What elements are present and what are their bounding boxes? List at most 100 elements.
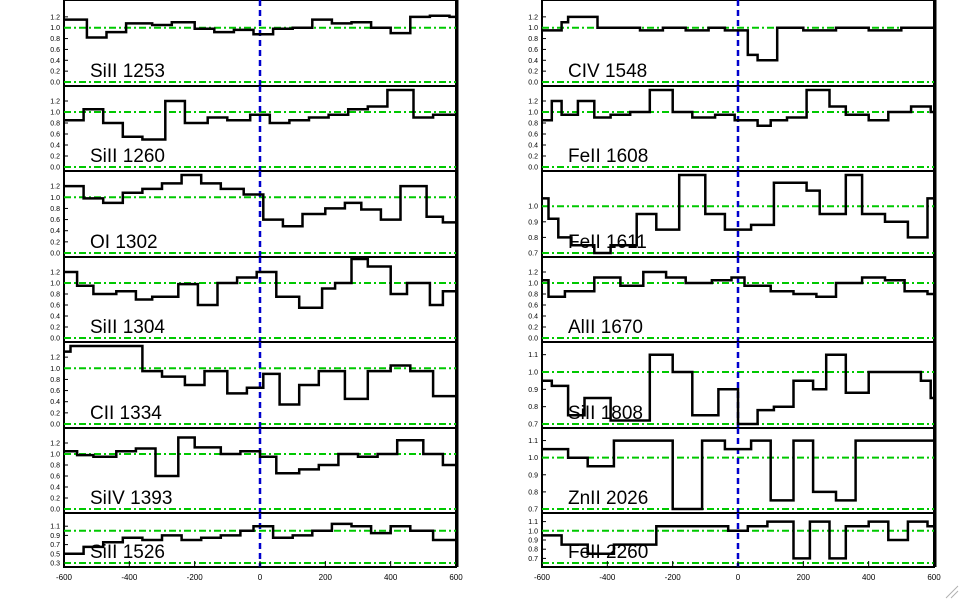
y-tick-label: 0.8 (528, 235, 538, 242)
y-tick-label: 1.2 (528, 99, 538, 106)
y-tick-label: 0.8 (528, 489, 538, 496)
y-tick-label: 0.7 (528, 251, 538, 258)
flux-histogram (64, 173, 456, 228)
transition-label: SiII 1260 (90, 146, 165, 167)
y-tick-label: 0.6 (50, 47, 60, 54)
y-tick-label: 0.8 (50, 36, 60, 43)
y-tick-label: 1.0 (50, 452, 60, 459)
transition-label: FeII 2260 (568, 542, 648, 563)
y-tick-label: 1.1 (528, 519, 538, 526)
flux-histogram (542, 520, 934, 560)
y-tick-label: 1.2 (50, 14, 60, 21)
flux-histogram (542, 88, 934, 128)
y-tick-label: 0.2 (50, 410, 60, 417)
y-tick-label: 0.7 (528, 422, 538, 429)
y-tick-label: 0.2 (528, 325, 538, 332)
flux-histogram (542, 15, 934, 62)
transition-label: SiII 1304 (90, 317, 165, 338)
y-tick-label: 0.2 (50, 496, 60, 503)
y-tick-label: 0.0 (50, 80, 60, 87)
y-tick-label: 0.2 (50, 154, 60, 161)
y-tick-label: 0.7 (528, 507, 538, 514)
y-tick-label: 1.1 (50, 524, 60, 531)
y-tick-label: 0.9 (528, 472, 538, 479)
flux-histogram (64, 522, 456, 556)
y-tick-label: 0.4 (50, 485, 60, 492)
y-tick-label: 0.8 (528, 292, 538, 299)
flux-histogram (64, 14, 456, 39)
y-tick-label: 1.2 (50, 99, 60, 106)
y-tick-label: 0.0 (528, 165, 538, 172)
y-tick-label: 0.0 (50, 336, 60, 343)
y-tick-label: 0.8 (50, 121, 60, 128)
x-tick-label: 200 (797, 573, 811, 582)
y-tick-label: 0.9 (50, 533, 60, 540)
y-tick-label: 1.2 (50, 355, 60, 362)
y-tick-label: 1.0 (528, 110, 538, 117)
y-tick-label: 1.1 (528, 352, 538, 359)
transition-label: CIV 1548 (568, 61, 647, 82)
y-tick-label: 0.0 (50, 165, 60, 172)
y-tick-label: 1.0 (528, 281, 538, 288)
transition-label: FeII 1611 (568, 232, 647, 253)
x-tick-label: -200 (665, 573, 682, 582)
flux-histogram (64, 257, 456, 310)
y-tick-label: 1.0 (528, 455, 538, 462)
y-tick-label: 0.8 (528, 36, 538, 43)
y-tick-label: 1.2 (528, 270, 538, 277)
y-tick-label: 1.2 (50, 270, 60, 277)
y-tick-label: 0.0 (50, 422, 60, 429)
y-tick-label: 0.8 (528, 121, 538, 128)
transition-label: SiII 1253 (90, 61, 165, 82)
flux-histogram (542, 270, 934, 299)
resize-grip-icon[interactable] (945, 585, 959, 599)
y-tick-label: 0.6 (528, 47, 538, 54)
y-tick-label: 0.6 (50, 217, 60, 224)
y-tick-label: 0.4 (50, 314, 60, 321)
y-tick-label: 0.6 (50, 303, 60, 310)
y-tick-label: 0.5 (50, 551, 60, 558)
y-tick-label: 1.0 (50, 110, 60, 117)
y-tick-label: 0.4 (528, 58, 538, 65)
y-tick-label: 1.0 (528, 204, 538, 211)
flux-histogram (542, 439, 934, 511)
y-tick-label: 0.6 (528, 303, 538, 310)
x-tick-label: -200 (187, 573, 204, 582)
transition-label: SiII 1808 (568, 403, 643, 424)
x-tick-label: 0 (736, 573, 741, 582)
y-tick-label: 1.0 (528, 25, 538, 32)
y-tick-label: 0.7 (50, 542, 60, 549)
transition-label: SiIV 1393 (90, 488, 172, 509)
flux-histogram (64, 88, 456, 141)
flux-histogram (64, 344, 456, 406)
transition-label: AlII 1670 (568, 317, 643, 338)
y-tick-label: 0.0 (528, 80, 538, 87)
y-tick-label: 0.0 (50, 507, 60, 514)
transition-label: CII 1334 (90, 403, 162, 424)
y-tick-label: 0.9 (528, 387, 538, 394)
y-tick-label: 0.3 (50, 561, 60, 568)
y-tick-label: 0.2 (50, 69, 60, 76)
x-tick-label: -600 (534, 573, 551, 582)
flux-histogram (542, 353, 934, 426)
y-tick-label: 0.7 (528, 556, 538, 563)
y-tick-label: 0.4 (50, 399, 60, 406)
y-tick-label: 0.6 (50, 132, 60, 139)
x-tick-label: 200 (319, 573, 333, 582)
flux-histogram (64, 436, 456, 478)
flux-histogram (542, 173, 934, 255)
y-tick-label: 0.8 (528, 404, 538, 411)
y-tick-label: 0.0 (50, 251, 60, 258)
